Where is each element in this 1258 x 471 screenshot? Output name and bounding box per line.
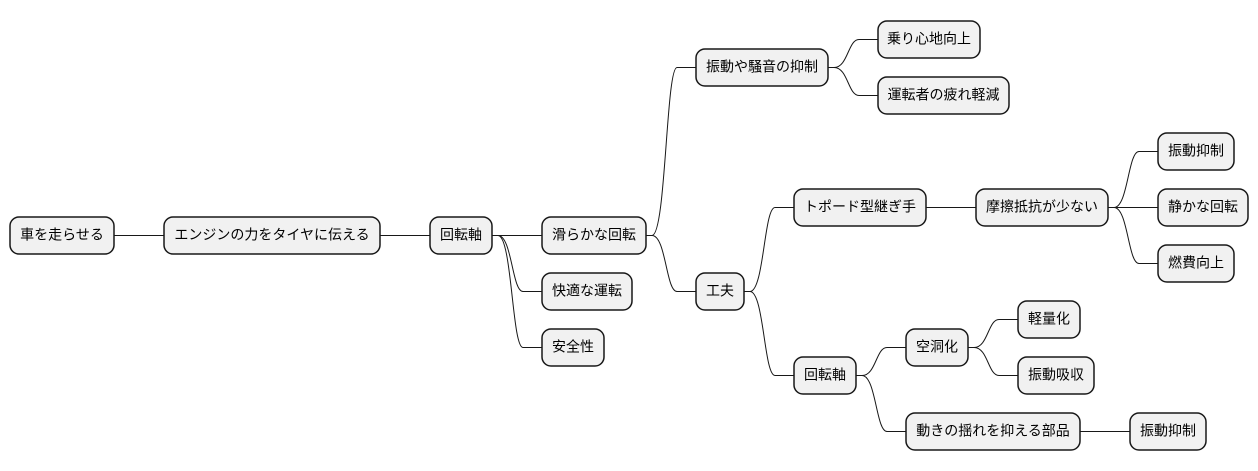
node-vib1: 振動抑制 xyxy=(1157,132,1235,171)
node-smooth: 滑らかな回転 xyxy=(541,216,647,255)
node-vib2: 振動抑制 xyxy=(1129,412,1207,451)
node-suppress: 振動や騒音の抑制 xyxy=(695,48,829,87)
node-fatigue: 運転者の疲れ軽減 xyxy=(877,76,1010,115)
node-shaft2-label: 回転軸 xyxy=(804,368,846,384)
node-absorb: 振動吸収 xyxy=(1017,356,1095,395)
node-hollow: 空洞化 xyxy=(905,328,969,367)
node-safety-label: 安全性 xyxy=(552,339,594,356)
node-safety: 安全性 xyxy=(541,328,605,367)
node-comfort-drive: 快適な運転 xyxy=(541,272,633,311)
node-damp-label: 動きの揺れを抑える部品 xyxy=(916,424,1070,440)
node-light: 軽量化 xyxy=(1017,300,1081,339)
edge-friction-fuel xyxy=(1108,207,1158,264)
node-vib1-label: 振動抑制 xyxy=(1168,144,1224,160)
node-friction: 摩擦抵抗が少ない xyxy=(975,188,1109,227)
node-friction-label: 摩擦抵抗が少ない xyxy=(986,199,1098,216)
edge-hollow-absorb xyxy=(968,347,1018,376)
edge-shaft2-damp xyxy=(856,375,906,432)
node-transmit-label: エンジンの力をタイヤに伝える xyxy=(174,228,369,244)
node-shaft2: 回転軸 xyxy=(793,356,857,395)
node-quiet-label: 静かな回転 xyxy=(1168,200,1238,216)
node-fatigue-label: 運転者の疲れ軽減 xyxy=(888,87,1000,104)
node-device-label: 工夫 xyxy=(706,284,734,300)
node-comfort-drive-label: 快適な運転 xyxy=(552,283,622,300)
node-vib2-label: 振動抑制 xyxy=(1140,424,1196,440)
node-suppress-label: 振動や騒音の抑制 xyxy=(706,59,818,76)
edge-shaft-safety xyxy=(492,235,542,348)
node-smooth-label: 滑らかな回転 xyxy=(552,227,636,244)
edge-hollow-light xyxy=(968,319,1018,348)
node-quiet: 静かな回転 xyxy=(1157,188,1249,227)
edge-suppress-fatigue xyxy=(828,67,878,96)
node-damp: 動きの揺れを抑える部品 xyxy=(905,412,1081,451)
node-tripod: トポード型継ぎ手 xyxy=(793,188,927,227)
node-ride: 乗り心地向上 xyxy=(877,20,981,59)
node-shaft-label: 回転軸 xyxy=(440,228,482,244)
edge-shaft-comfort-drive xyxy=(492,235,542,292)
node-light-label: 軽量化 xyxy=(1028,312,1070,328)
node-device: 工夫 xyxy=(695,272,745,311)
edges-layer xyxy=(114,39,1158,432)
node-fuel: 燃費向上 xyxy=(1157,244,1235,283)
edge-shaft2-hollow xyxy=(856,347,906,376)
node-root: 車を走らせる xyxy=(9,216,115,255)
node-hollow-label: 空洞化 xyxy=(916,340,958,356)
node-tripod-label: トポード型継ぎ手 xyxy=(804,200,916,216)
edge-device-tripod xyxy=(744,207,794,292)
edge-friction-vib1 xyxy=(1108,151,1158,208)
node-shaft: 回転軸 xyxy=(429,216,493,255)
edge-device-shaft2 xyxy=(744,291,794,376)
edge-suppress-ride xyxy=(828,39,878,68)
node-root-label: 車を走らせる xyxy=(20,227,104,244)
node-fuel-label: 燃費向上 xyxy=(1168,255,1224,272)
nodes-layer: 車を走らせる エンジンの力をタイヤに伝える 回転軸 滑らかな回転 快適な運転 安… xyxy=(9,20,1249,451)
node-absorb-label: 振動吸収 xyxy=(1028,368,1084,384)
edge-smooth-suppress xyxy=(646,67,696,236)
edge-smooth-device xyxy=(646,235,696,292)
node-transmit: エンジンの力をタイヤに伝える xyxy=(163,216,381,255)
node-ride-label: 乗り心地向上 xyxy=(887,32,971,48)
